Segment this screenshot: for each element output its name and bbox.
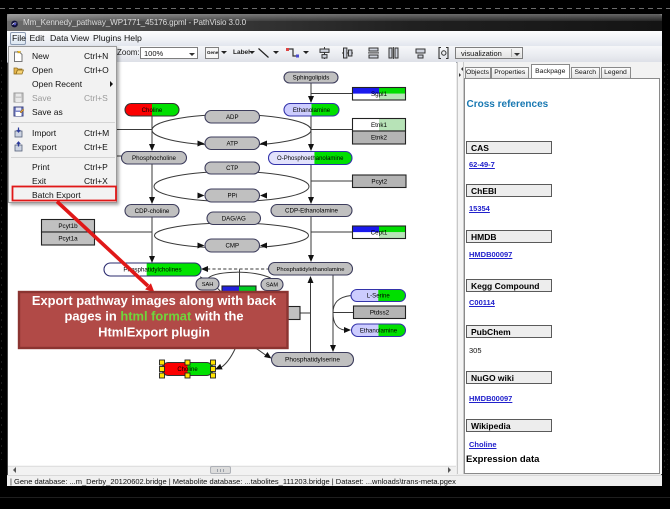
svg-text:Pcyt1b: Pcyt1b: [58, 223, 78, 230]
svg-text:SAH: SAH: [202, 282, 214, 288]
svg-text:Choline: Choline: [142, 107, 163, 114]
svg-text:PPi: PPi: [228, 193, 237, 200]
svg-text:CDP-Ethanolamine: CDP-Ethanolamine: [285, 208, 339, 215]
svg-text:SAM: SAM: [266, 283, 278, 289]
svg-text:ADP: ADP: [226, 114, 239, 121]
svg-text:Sgpl1: Sgpl1: [371, 91, 388, 98]
svg-text:CTP: CTP: [226, 165, 238, 172]
svg-text:DAG/AG: DAG/AG: [222, 215, 246, 222]
svg-text:Ethanolamine: Ethanolamine: [360, 327, 398, 334]
svg-text:L-Serine: L-Serine: [367, 293, 391, 300]
svg-text:Ethanolamine: Ethanolamine: [293, 107, 331, 114]
svg-text:CMP: CMP: [225, 243, 239, 250]
svg-text:ATP: ATP: [227, 140, 238, 147]
svg-text:Sphingolipids: Sphingolipids: [293, 75, 330, 82]
svg-text:Etnk2: Etnk2: [371, 135, 388, 142]
svg-text:CDP-choline: CDP-choline: [135, 208, 170, 215]
svg-text:Phosphatidylserine: Phosphatidylserine: [285, 357, 340, 364]
svg-text:Pcyt2: Pcyt2: [371, 178, 387, 185]
svg-text:Choline: Choline: [177, 367, 198, 373]
svg-text:Phosphatidylcholines: Phosphatidylcholines: [123, 267, 181, 274]
svg-text:O-Phosphoethanolamine: O-Phosphoethanolamine: [277, 156, 344, 162]
svg-text:Phosphocholine: Phosphocholine: [132, 155, 177, 162]
svg-text:Ptdss2: Ptdss2: [370, 309, 390, 316]
svg-text:Pcyt1a: Pcyt1a: [58, 236, 78, 243]
svg-text:Etnk1: Etnk1: [371, 122, 388, 129]
svg-text:Phosphatidylethanolamine: Phosphatidylethanolamine: [276, 267, 344, 273]
svg-text:Cept1: Cept1: [371, 229, 388, 236]
